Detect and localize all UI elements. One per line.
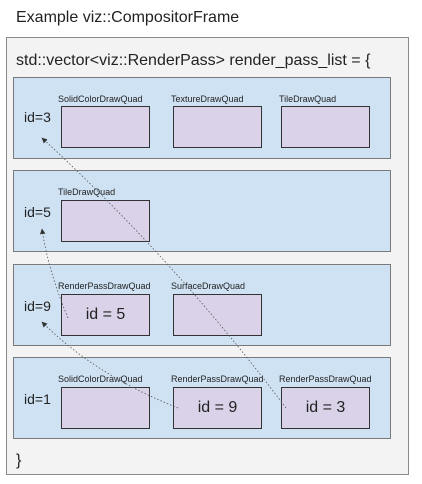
quad-label: RenderPassDrawQuad [279,374,372,384]
quad-label: TileDrawQuad [58,187,116,197]
tile-draw-quad [61,200,150,242]
render-pass-id-9: id=9 RenderPassDrawQuad id = 5 SurfaceDr… [13,264,391,346]
render-pass-list-closing-brace: } [16,452,22,469]
render-pass-id-3: id=3 SolidColorDrawQuad TextureDrawQuad … [13,77,391,159]
quad-label: RenderPassDrawQuad [171,374,264,384]
diagram-title: Example viz::CompositorFrame [16,9,240,26]
quad-label: SolidColorDrawQuad [58,94,143,104]
tile-draw-quad [281,106,370,148]
solid-color-draw-quad [61,387,150,429]
render-pass-draw-quad: id = 5 [61,294,150,336]
texture-draw-quad [173,106,262,148]
render-pass-draw-quad: id = 9 [173,387,262,429]
render-pass-id-5: id=5 TileDrawQuad [13,170,391,252]
render-pass-list-declaration: std::vector<viz::RenderPass> render_pass… [16,52,371,69]
render-pass-id-label: id=1 [24,391,51,407]
quad-label: SurfaceDrawQuad [171,281,246,291]
render-pass-id-label: id=9 [24,298,51,314]
quad-label: SolidColorDrawQuad [58,374,143,384]
render-pass-draw-quad: id = 3 [281,387,370,429]
quad-label: RenderPassDrawQuad [58,281,151,291]
render-pass-id-label: id=5 [24,204,51,220]
quad-label: TileDrawQuad [279,94,337,104]
quad-label: TextureDrawQuad [171,94,244,104]
solid-color-draw-quad [61,106,150,148]
surface-draw-quad [173,294,262,336]
render-pass-id-label: id=3 [24,109,51,125]
render-pass-id-1: id=1 SolidColorDrawQuad RenderPassDrawQu… [13,357,391,439]
